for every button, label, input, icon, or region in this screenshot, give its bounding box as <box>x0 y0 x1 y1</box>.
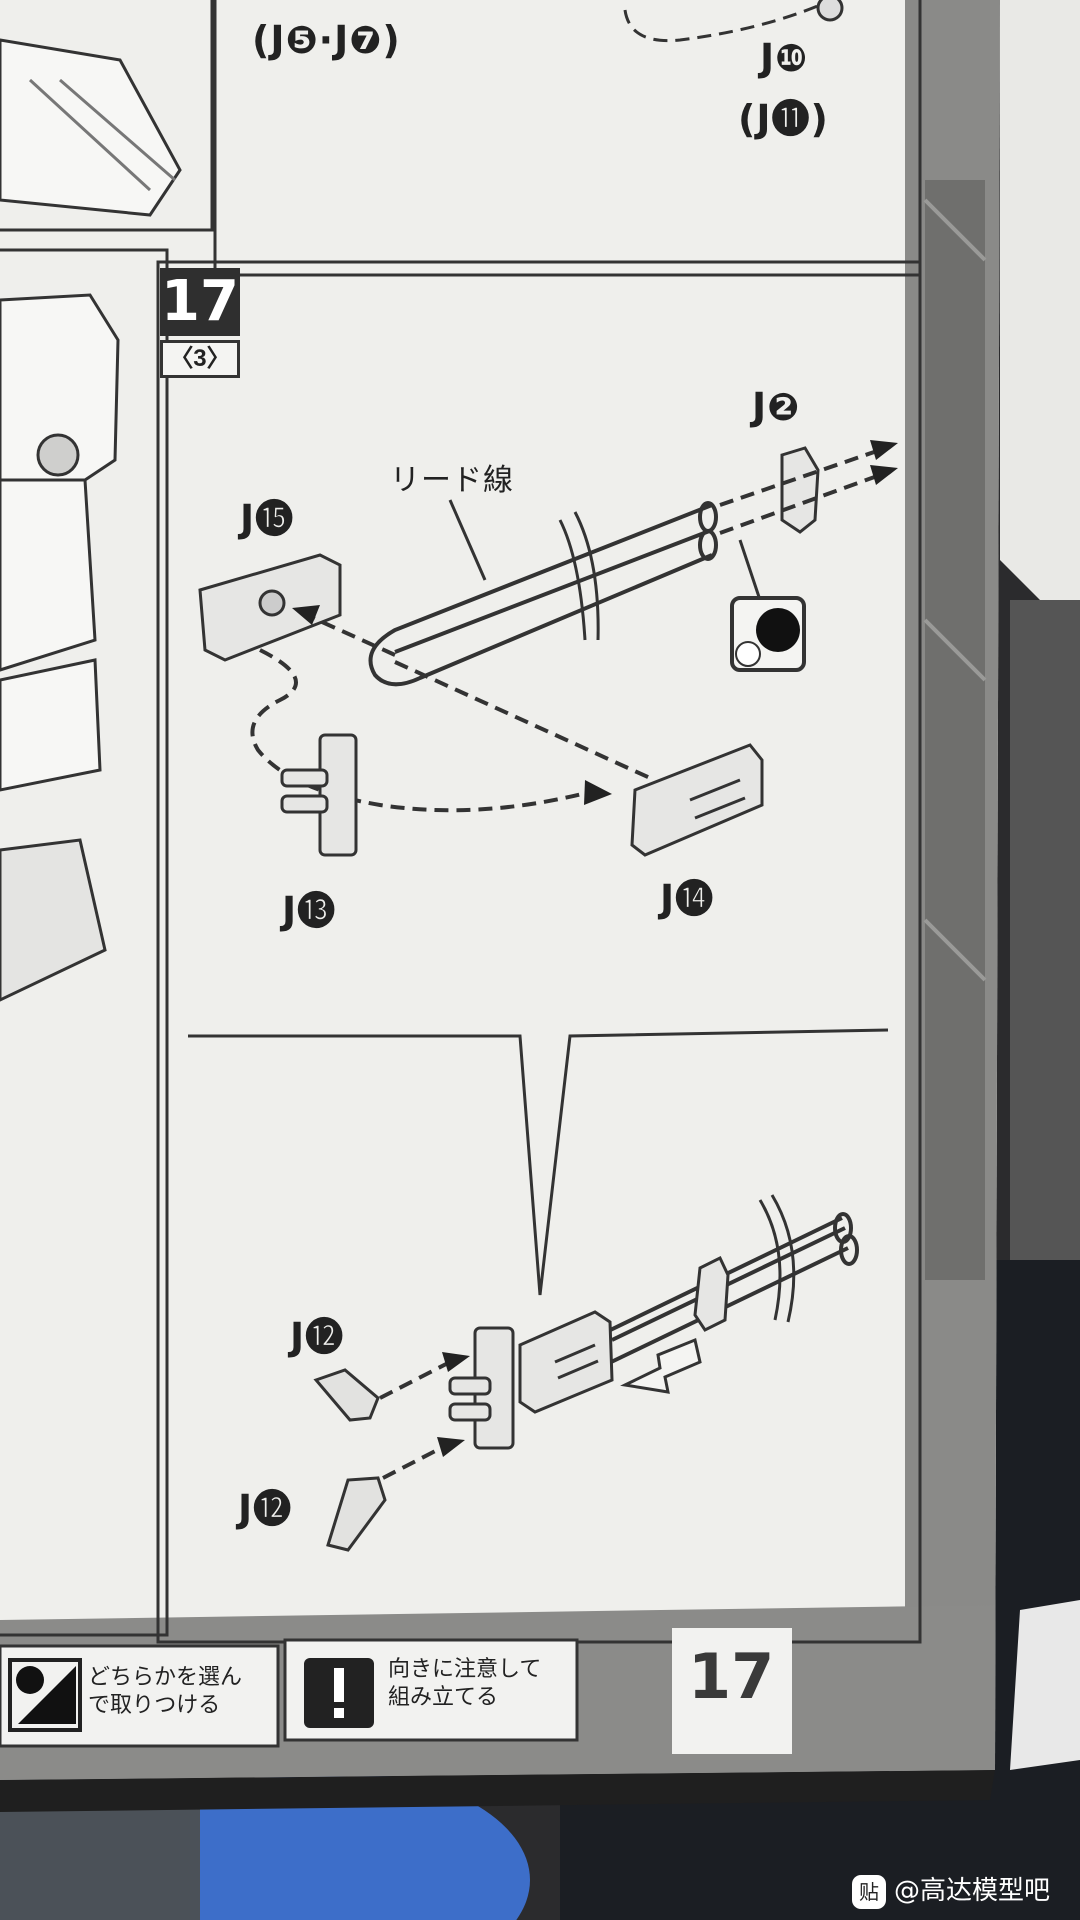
label-j14: J⓮ <box>660 877 715 921</box>
connector-rib <box>557 1359 599 1380</box>
dash-j12-bottom <box>382 1444 446 1480</box>
legend-caution-box <box>283 1638 579 1742</box>
legend-caution-text: 向きに注意して 組み立てる <box>388 1656 541 1712</box>
side-art-line <box>923 618 987 682</box>
connector-body <box>518 1310 614 1414</box>
label-j12-top: J⓬ <box>290 1315 345 1359</box>
dash-j12-top <box>379 1360 451 1400</box>
label-j2: J❷ <box>752 385 801 429</box>
lead-wire-end <box>698 529 718 561</box>
choice-icon <box>730 596 806 672</box>
detail-collar <box>693 1255 730 1332</box>
robot-drawing <box>0 293 120 1002</box>
top-right-panel <box>213 0 922 277</box>
label-j5-j7: (J❺·J❼) <box>252 18 401 62</box>
robot-head <box>0 293 120 482</box>
robot-base <box>0 838 107 1002</box>
arrow-head <box>442 1352 470 1372</box>
label-j12-bottom: J⓬ <box>238 1487 293 1531</box>
legend-caution-line1: 向きに注意して <box>388 1657 542 1682</box>
lead-wire <box>368 501 718 687</box>
robot-eye <box>36 433 80 477</box>
dash-wire-j14 <box>394 660 651 780</box>
connector-pin <box>448 1376 492 1396</box>
arrow-head <box>584 780 612 805</box>
robot-leg <box>0 658 102 792</box>
top-part-j10 <box>816 0 844 22</box>
label-j11: (J⓫) <box>738 97 829 141</box>
callout-outline <box>188 1028 889 1296</box>
legend-choose-line1: どちらかを選ん <box>88 1665 243 1690</box>
legend-choose-line2: で取りつける <box>88 1693 221 1718</box>
j13-pin <box>280 768 329 788</box>
push-arrow <box>620 1337 702 1394</box>
dash-j15-j13-j14 <box>250 648 591 813</box>
tube-end <box>839 1234 859 1266</box>
part-j15-shape <box>198 553 342 662</box>
label-j10: J❿ <box>760 36 809 80</box>
j14-rib <box>689 778 741 802</box>
top-robot-drawing <box>0 38 182 217</box>
mat-stripe <box>1010 1600 1080 1770</box>
top-wire-dashed <box>623 3 821 43</box>
step-sub-number: 〈3〉 <box>160 340 240 378</box>
left-panel <box>0 248 169 1637</box>
page-shadow <box>0 1770 995 1812</box>
robot-detail-line <box>59 78 176 182</box>
detail-break-mark <box>770 1194 796 1323</box>
watermark: 贴 @高达模型吧 <box>852 1870 1050 1909</box>
wire-label: リード線 <box>390 463 514 498</box>
detail-connector <box>448 1310 614 1450</box>
connector-pin <box>448 1402 492 1422</box>
choice-leader <box>738 539 762 601</box>
wire-break-mark <box>573 511 600 641</box>
robot-torso <box>0 478 97 672</box>
part-j12-bottom-shape <box>326 1476 387 1552</box>
j15-socket <box>258 589 286 617</box>
arrow-head <box>870 440 898 460</box>
robot-shoulder <box>0 38 182 217</box>
j13-pin <box>280 794 329 814</box>
dash-line <box>719 448 881 507</box>
case-right <box>1010 600 1080 1280</box>
wire-label-leader <box>448 499 487 581</box>
side-art-line <box>923 918 987 982</box>
watermark-text: @高达模型吧 <box>894 1876 1051 1906</box>
part-j12-top-shape <box>313 1368 380 1422</box>
lead-wire-outer <box>368 503 713 687</box>
legend-choose-box <box>0 1644 280 1748</box>
manual-page <box>0 0 1000 1780</box>
watermark-badge-icon: 贴 <box>852 1874 886 1909</box>
side-art-line <box>923 198 987 262</box>
arrow-head <box>437 1437 465 1457</box>
detail-break-mark <box>758 1199 782 1321</box>
label-j13: J⓭ <box>282 889 337 933</box>
page-number-box <box>672 1628 792 1754</box>
connector-rib <box>554 1343 596 1364</box>
white-case-corner <box>1000 0 1080 600</box>
j14-rib <box>694 796 746 820</box>
legend-choose-text: どちらかを選ん で取りつける <box>88 1664 242 1720</box>
arrow-head <box>292 605 320 625</box>
dash-to-j15 <box>299 610 396 657</box>
wire-break-mark <box>558 519 587 641</box>
label-j15: J⓯ <box>240 497 295 541</box>
j14-body <box>630 743 764 857</box>
top-left-panel <box>0 0 214 232</box>
step-number: 17 <box>160 268 240 336</box>
lead-wire-inner <box>394 528 713 654</box>
j13-plate <box>318 733 358 857</box>
part-j2-shape <box>780 446 820 534</box>
robot-detail-line <box>28 78 152 192</box>
legend-caution-line2: 組み立てる <box>388 1685 499 1710</box>
insert-dashes-j2 <box>719 448 881 535</box>
side-art-panel <box>925 180 985 1280</box>
part-j14-shape <box>630 743 764 857</box>
part-j13-shape <box>280 733 358 857</box>
arrow-head <box>870 465 898 485</box>
page-number: 17 <box>688 1640 775 1713</box>
j2-body <box>780 446 820 534</box>
dash-line <box>719 473 881 535</box>
